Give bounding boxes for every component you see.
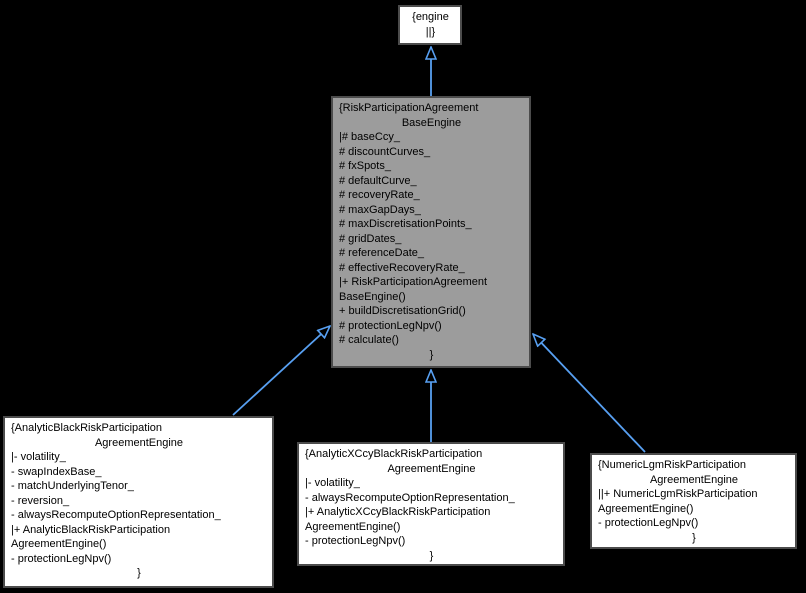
class-node-line: AgreementEngine() (598, 502, 694, 515)
class-node-line: - protectionLegNpv() (305, 535, 406, 547)
class-node-line: # maxDiscretisationPoints_ (339, 218, 472, 230)
class-node-line: # maxGapDays_ (339, 203, 421, 216)
class-node-line: BaseEngine() (339, 290, 406, 303)
class-node-line: |+ AnalyticXCcyBlackRiskParticipation (305, 506, 491, 518)
class-node-line: - protectionLegNpv() (598, 517, 699, 529)
class-node-line: AgreementEngine (387, 462, 476, 475)
class-node-engine[interactable]: {engine ||} (398, 5, 462, 45)
class-node-line: {NumericLgmRiskParticipation (598, 459, 746, 471)
class-node-line: AgreementEngine() (11, 538, 107, 550)
class-node-line: {engine (412, 11, 449, 23)
class-node-line: ||} (425, 25, 436, 38)
class-node-line: {AnalyticBlackRiskParticipation (11, 422, 163, 434)
class-node-line: } (429, 348, 434, 361)
class-node-line: BaseEngine (401, 116, 462, 129)
class-node-line: # referenceDate_ (339, 247, 424, 259)
class-node-line: AgreementEngine() (305, 520, 401, 533)
edge-numeric-lgm-to-base (533, 334, 646, 453)
class-node-line: - alwaysRecomputeOptionRepresentation_ (305, 491, 515, 504)
class-node-line: + buildDiscretisationGrid() (339, 305, 466, 317)
class-node-line: - alwaysRecomputeOptionRepresentation_ (11, 509, 221, 521)
class-node-line: {AnalyticXCcyBlackRiskParticipation (305, 448, 483, 460)
class-node-line: # calculate() (339, 334, 399, 346)
class-node-line: # gridDates_ (339, 232, 402, 245)
class-node-line: |+ AnalyticBlackRiskParticipation (11, 523, 171, 536)
class-node-line: # effectiveRecoveryRate_ (339, 261, 465, 274)
class-node-line: - swapIndexBase_ (11, 465, 102, 478)
class-node-line: } (692, 531, 696, 544)
class-node-line: # recoveryRate_ (339, 189, 420, 201)
class-node-line: - protectionLegNpv() (11, 552, 112, 565)
class-node-line: - reversion_ (11, 494, 70, 507)
class-node-line: # discountCurves_ (339, 145, 431, 158)
class-node-line: } (137, 567, 141, 579)
class-node-line: {RiskParticipationAgreement (339, 102, 479, 114)
class-node-line: - matchUnderlyingTenor_ (11, 480, 134, 492)
class-node-line: # protectionLegNpv() (339, 319, 442, 332)
class-node-line: AgreementEngine (94, 436, 184, 449)
class-node-line: AgreementEngine (649, 473, 739, 486)
class-node-line: |- volatility_ (305, 477, 360, 489)
class-node-line: # defaultCurve_ (339, 174, 417, 187)
class-node-line: |+ RiskParticipationAgreement (339, 276, 488, 288)
class-node-line: # fxSpots_ (339, 160, 391, 172)
edge-analytic-black-to-base (232, 326, 330, 416)
class-node-line: |# baseCcy_ (339, 131, 400, 143)
class-node-line: ||+ NumericLgmRiskParticipation (598, 488, 758, 500)
class-node-line: } (429, 549, 434, 562)
class-node-line: |- volatility_ (11, 451, 66, 463)
